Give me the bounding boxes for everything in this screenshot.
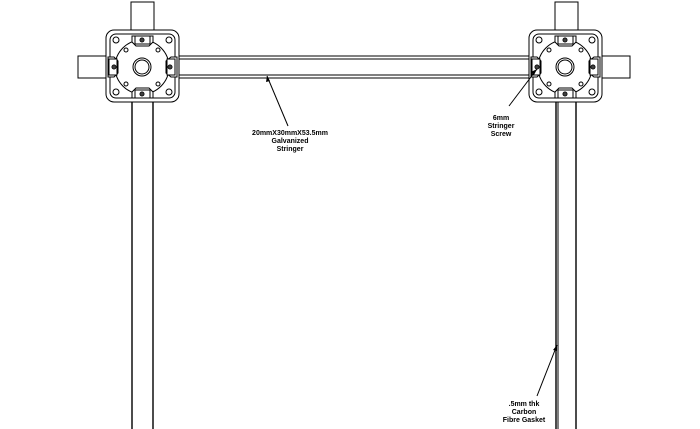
stringer-label: 20mmX30mmX53.5mm Galvanized Stringer bbox=[245, 130, 335, 154]
screw-label: 6mm Stringer Screw bbox=[478, 115, 524, 139]
leader-gasket bbox=[536, 344, 558, 397]
screw-label-line-2: Stringer bbox=[487, 123, 515, 130]
gasket-label: .5mm thk Carbon Fibre Gasket bbox=[496, 401, 552, 425]
stringer-label-line-2: Galvanized bbox=[271, 138, 309, 145]
gasket-label-line-1: .5mm thk bbox=[508, 401, 540, 408]
right-post bbox=[555, 100, 577, 429]
left-pedestal-head bbox=[77, 1, 180, 103]
gasket-label-line-3: Fibre Gasket bbox=[502, 417, 546, 424]
horizontal-stringer bbox=[171, 55, 535, 79]
screw-label-line-3: Screw bbox=[490, 131, 512, 138]
stringer-label-line-3: Stringer bbox=[276, 146, 304, 153]
screw-label-line-1: 6mm bbox=[492, 115, 510, 122]
leader-stringer bbox=[266, 75, 289, 127]
stringer-label-line-1: 20mmX30mmX53.5mm bbox=[252, 130, 328, 137]
leader-screw bbox=[508, 68, 538, 107]
right-pedestal-head bbox=[528, 1, 631, 103]
gasket-label-line-2: Carbon bbox=[511, 409, 537, 416]
left-post bbox=[131, 100, 154, 429]
